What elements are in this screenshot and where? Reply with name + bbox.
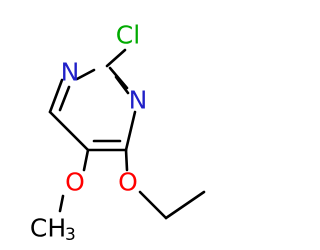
bond-o-ch3 — [58, 194, 65, 213]
bond-c2-n3 — [108, 66, 129, 90]
bond-c4-o-ethoxy — [124, 148, 129, 172]
bond-c2-n3-double — [114, 75, 130, 95]
ring-nitrogen-right-label: N — [129, 86, 148, 115]
methoxy-oxygen-label: O — [65, 168, 85, 197]
bonds — [48, 48, 206, 220]
chlorine-atom-label: Cl — [116, 21, 140, 50]
ethoxy-oxygen-label: O — [118, 168, 138, 197]
methyl-carbon-subscript: 3 — [65, 225, 76, 245]
bond-c5-o-methoxy — [82, 148, 90, 172]
bond-c6-n1 — [48, 78, 64, 114]
bond-n3-c4 — [124, 110, 137, 152]
bond-c6-n1-double — [58, 85, 71, 112]
bond-c5-c6 — [48, 110, 90, 152]
bond-n1-c2 — [75, 68, 96, 81]
bond-o-ch2 — [138, 190, 168, 220]
bond-ch2-ch3 — [164, 190, 206, 220]
atom-labels: Cl N N O O CH 3 — [30, 21, 147, 246]
methyl-carbon-label: CH — [30, 214, 66, 243]
chemical-structure-diagram: Cl N N O O CH 3 — [30, 21, 206, 246]
bond-c2-cl — [105, 48, 127, 68]
ring-nitrogen-top-label: N — [61, 58, 80, 87]
